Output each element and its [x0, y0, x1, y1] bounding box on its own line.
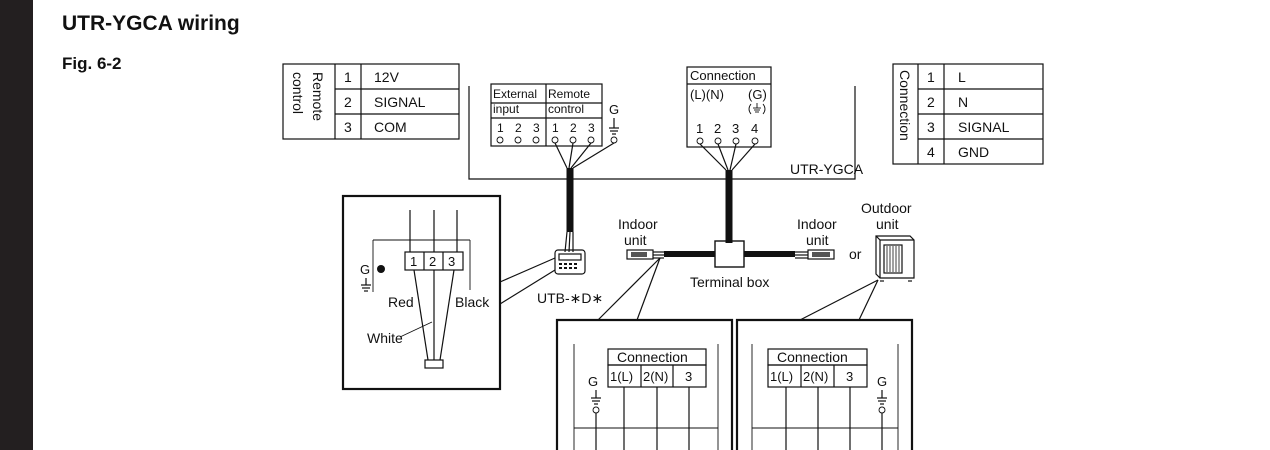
wire-red-label: Red: [388, 294, 414, 310]
indoor-detail-callout: Connection 1(L) 2(N) 3 G: [555, 257, 734, 450]
rem-terminal-2: 2: [570, 121, 577, 135]
ground-symbol-icon: [877, 390, 887, 450]
outdoor-unit-label: unit: [876, 216, 899, 232]
connection-table: Connection 1 L 2 N 3 SIGNAL 4 GND: [892, 63, 1044, 165]
ext-terminal-1: 1: [497, 121, 504, 135]
conn-terminal-1: 1: [696, 121, 703, 136]
outdoor-detail-callout: Connection 1(L) 2(N) 3 G: [735, 279, 914, 450]
indoor-detail-ground-label: G: [588, 374, 598, 389]
conn-terminal-3: 3: [732, 121, 739, 136]
connection-row-1-num: 1: [927, 69, 935, 85]
controller-model-label: UTB-∗D∗: [537, 290, 603, 306]
terminal-screws-conn: [696, 137, 759, 145]
outdoor-detail-col-1: 1(L): [770, 369, 793, 384]
remote-row-1-num: 1: [344, 69, 352, 85]
unit-connection-title: Connection: [690, 68, 756, 83]
outdoor-label: Outdoor: [861, 200, 912, 216]
remote-table-side-label-1: Remote: [310, 72, 326, 121]
page-edge-bar: [0, 0, 33, 450]
remote-row-1-label: 12V: [374, 69, 400, 85]
connection-row-3-num: 3: [927, 119, 935, 135]
page-title: UTR-YGCA wiring: [62, 12, 240, 35]
utr-ygca-unit: UTR-YGCA External input Remote control 1…: [468, 66, 864, 180]
remote-row-2-label: SIGNAL: [374, 94, 426, 110]
remote-control-label-1: Remote: [548, 87, 590, 101]
wire-white-label: White: [367, 330, 403, 346]
indoor-detail-col-1: 1(L): [610, 369, 633, 384]
indoor-unit-left: Indoor unit: [618, 216, 664, 260]
outdoor-detail-col-2: 2(N): [803, 369, 828, 384]
controller-terminal-3: 3: [448, 254, 455, 269]
connection-row-4-label: GND: [958, 144, 989, 160]
unit-connection-g: (G): [748, 87, 767, 102]
ext-terminal-3: 3: [533, 121, 540, 135]
remote-control-table: Remote control 1 12V 2 SIGNAL 3 COM: [282, 63, 460, 140]
conn-terminal-2: 2: [714, 121, 721, 136]
outdoor-detail-col-3: 3: [846, 369, 853, 384]
remote-control-label-2: control: [548, 102, 584, 116]
indoor-label-left: Indoor: [618, 216, 658, 232]
external-input-label-1: External: [493, 87, 537, 101]
indoor-unit-right: Indoor unit or: [795, 216, 862, 262]
ext-terminal-2: 2: [515, 121, 522, 135]
outdoor-unit: Outdoor unit: [861, 200, 915, 282]
remote-row-3-label: COM: [374, 119, 407, 135]
terminal-box: Terminal box: [664, 240, 795, 290]
connection-table-side-label: Connection: [897, 70, 913, 141]
ground-symbol-icon: [748, 103, 766, 115]
unit-label-right: unit: [806, 232, 829, 248]
rem-terminal-1: 1: [552, 121, 559, 135]
connection-cable: [699, 143, 756, 243]
indoor-detail-col-2: 2(N): [643, 369, 668, 384]
rem-terminal-3: 3: [588, 121, 595, 135]
ground-symbol-icon: [591, 390, 601, 450]
controller-ground-label: G: [360, 262, 370, 277]
controller-terminal-2: 2: [429, 254, 436, 269]
unit-ground-label: G: [609, 102, 619, 117]
indoor-detail-col-3: 3: [685, 369, 692, 384]
remote-row-2-num: 2: [344, 94, 352, 110]
indoor-detail-title: Connection: [617, 349, 688, 365]
connection-row-4-num: 4: [927, 144, 935, 160]
controller-terminal-1: 1: [410, 254, 417, 269]
conn-terminal-4: 4: [751, 121, 758, 136]
remote-controller: UTB-∗D∗: [537, 249, 603, 306]
connection-row-3-label: SIGNAL: [958, 119, 1010, 135]
connection-row-2-label: N: [958, 94, 968, 110]
or-label: or: [849, 246, 862, 262]
connection-row-2-num: 2: [927, 94, 935, 110]
ground-symbol-icon: [609, 118, 619, 144]
terminal-box-label: Terminal box: [690, 274, 769, 290]
wire-black-label: Black: [455, 294, 490, 310]
unit-connection-ln: (L)(N): [690, 87, 724, 102]
indoor-label-right: Indoor: [797, 216, 837, 232]
unit-label-left: unit: [624, 232, 647, 248]
outdoor-detail-ground-label: G: [877, 374, 887, 389]
figure-label: Fig. 6-2: [62, 54, 122, 73]
outdoor-detail-title: Connection: [777, 349, 848, 365]
external-input-label-2: input: [493, 102, 520, 116]
controller-detail-callout: 1 2 3 G Red Black White: [341, 194, 502, 391]
remote-row-3-num: 3: [344, 119, 352, 135]
ground-symbol-icon: [361, 278, 371, 292]
connection-row-1-label: L: [958, 69, 966, 85]
remote-table-side-label-2: control: [290, 72, 306, 114]
unit-name: UTR-YGCA: [790, 161, 864, 177]
remote-cable: [554, 142, 615, 253]
